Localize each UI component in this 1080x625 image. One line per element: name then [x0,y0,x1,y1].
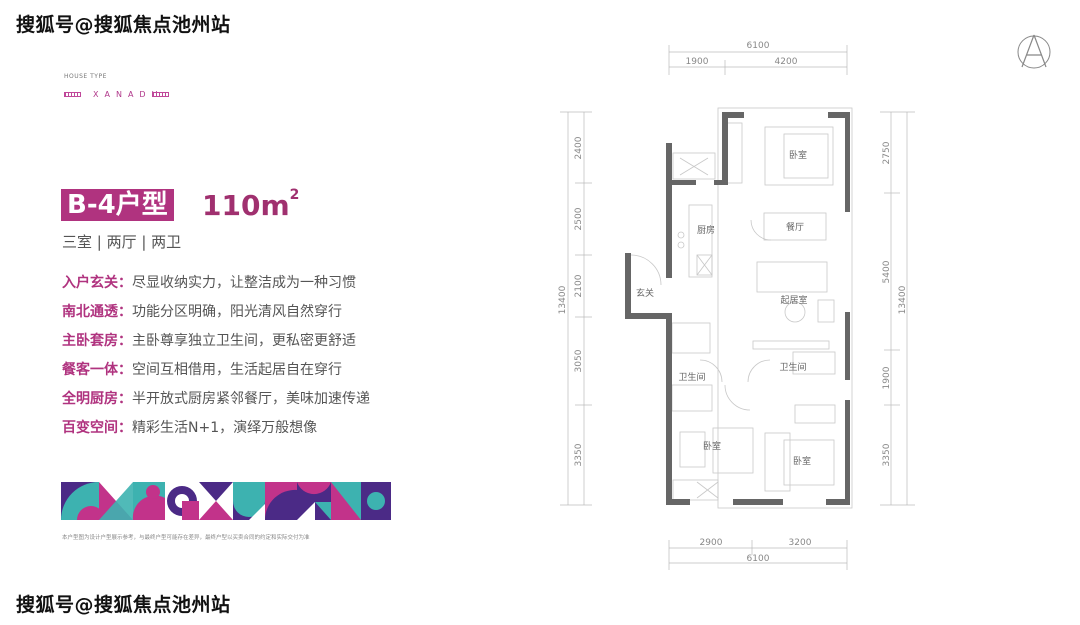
dim-left-total: 13400 [558,285,568,314]
feature-item: 全明厨房：半开放式厨房紧邻餐厅，美味加速传递 [62,389,370,418]
feature-item: 餐客一体：空间互相借用，生活起居自在穿行 [62,360,370,389]
feature-list: 入户玄关：尽显收纳实力，让整洁成为一种习惯 南北通透：功能分区明确，阳光清风自然… [62,273,370,447]
room-bedroom-southwest: 卧室 [703,440,721,452]
dim-left-3: 2100 [574,274,584,297]
brand-name: XANADU [93,90,164,99]
unit-layout: 三室 | 两厅 | 两卫 [62,233,182,251]
brand-ornament-right [152,92,169,97]
dim-top-b: 4200 [775,57,798,67]
feature-key: 餐客一体： [62,362,132,378]
dim-right-2: 5400 [882,260,892,283]
room-bathroom-right: 卫生间 [779,361,806,373]
dim-bottom-total: 6100 [747,554,770,564]
feature-item: 百变空间：精彩生活N+1，演绎万般想像 [62,418,370,447]
room-living: 起居室 [780,294,807,306]
compass-logo-icon [1017,34,1051,69]
dim-right-4: 3350 [882,443,892,466]
watermark-bottom: 搜狐号@搜狐焦点池州站 [16,594,231,616]
room-bedroom-southeast: 卧室 [793,455,811,467]
house-type-label: HOUSE TYPE [64,73,107,80]
brand-ornament-left [64,92,81,97]
feature-text: 功能分区明确，阳光清风自然穿行 [132,304,342,320]
feature-key: 入户玄关： [62,275,132,291]
feature-item: 入户玄关：尽显收纳实力，让整洁成为一种习惯 [62,273,370,302]
dim-right-3: 1900 [882,366,892,389]
feature-text: 主卧尊享独立卫生间，更私密更舒适 [132,333,356,349]
plan-fixtures [630,107,853,509]
dim-bottom-b: 3200 [789,538,812,548]
feature-key: 全明厨房： [62,391,132,407]
plan-walls [625,112,850,505]
watermark-top: 搜狐号@搜狐焦点池州站 [16,14,231,36]
feature-text: 半开放式厨房紧邻餐厅，美味加速传递 [132,391,370,407]
dim-left-1: 2400 [574,136,584,159]
dim-right-1: 2750 [882,141,892,164]
area-sup: 2 [289,187,300,203]
room-dining: 餐厅 [786,221,804,233]
unit-area: 110m2 [202,187,300,222]
feature-key: 南北通透： [62,304,132,320]
feature-item: 南北通透：功能分区明确，阳光清风自然穿行 [62,302,370,331]
dimension-lines [560,45,915,570]
feature-text: 空间互相借用，生活起居自在穿行 [132,362,342,378]
feature-text: 尽显收纳实力，让整洁成为一种习惯 [132,275,356,291]
geometric-pattern-strip [61,482,391,520]
room-bedroom-north: 卧室 [789,149,807,161]
area-value: 110m [202,189,290,222]
dim-top-a: 1900 [686,57,709,67]
feature-key: 主卧套房： [62,333,132,349]
dim-right-total: 13400 [898,285,908,314]
feature-text: 精彩生活N+1，演绎万般想像 [132,420,318,436]
dim-left-4: 3050 [574,349,584,372]
dim-left-5: 3350 [574,443,584,466]
dim-top-total: 6100 [747,41,770,51]
feature-item: 主卧套房：主卧尊享独立卫生间，更私密更舒适 [62,331,370,360]
feature-key: 百变空间： [62,420,132,436]
room-bathroom-left: 卫生间 [678,371,705,383]
dim-left-2: 2500 [574,207,584,230]
dim-bottom-a: 2900 [700,538,723,548]
unit-name: B-4户型 [61,189,174,221]
room-entry: 玄关 [636,287,654,299]
room-kitchen: 厨房 [697,224,715,236]
disclaimer: 本户型图为设计户型展示参考，与最终户型可能存在差异，最终户型以买卖合同的约定和实… [62,535,310,541]
